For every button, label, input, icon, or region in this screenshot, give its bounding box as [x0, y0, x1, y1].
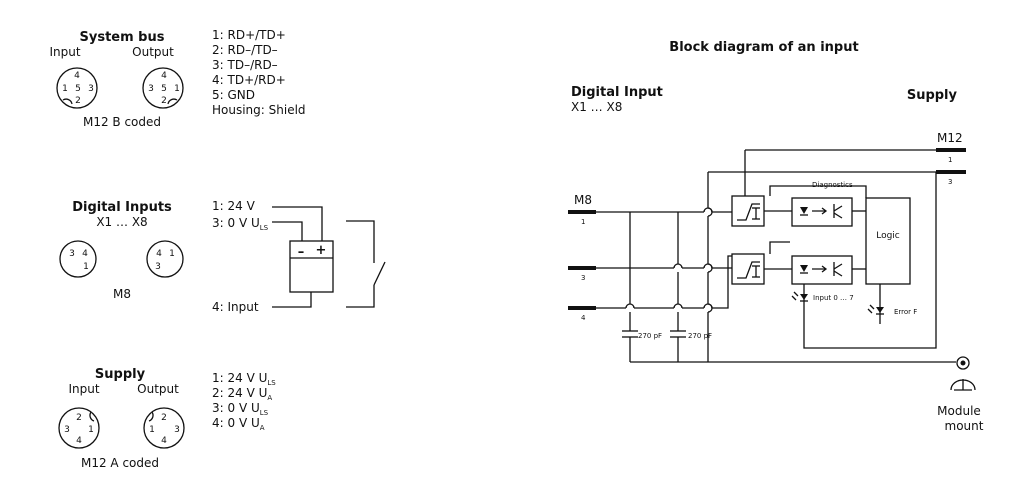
pinout-line: 1: RD+/TD+ — [212, 28, 286, 42]
pinout-line: 4: 0 V UA — [212, 416, 265, 432]
pin-label: 2 — [161, 96, 167, 106]
m8-connector-type: M8 — [113, 287, 131, 301]
system-bus-input-connector: 4 1 5 3 2 — [56, 67, 98, 109]
capacitor-1: 270 pF — [622, 330, 662, 362]
system-bus-section: System bus Input Output 4 1 5 3 2 4 3 5 … — [49, 28, 305, 129]
bd-m12-label: M12 — [937, 131, 963, 145]
system-bus-title: System bus — [80, 30, 165, 45]
pinout-line: 3: TD–/RD– — [212, 58, 278, 72]
pin-label: 3 — [148, 84, 154, 94]
capacitor-2: 270 pF — [670, 330, 712, 362]
terminal-number: 3 — [948, 178, 952, 186]
bd-supply-label: Supply — [907, 88, 958, 103]
system-bus-output-label: Output — [132, 45, 174, 59]
pin-label: 2 — [161, 413, 167, 423]
m8-connector-left: 3 4 1 — [59, 240, 97, 278]
terminal-number: 1 — [581, 218, 585, 226]
pinout-line: 4: TD+/RD+ — [212, 73, 286, 87]
pin-label: 1 — [169, 249, 175, 259]
pin-label: 1 — [149, 425, 155, 435]
pin-label: 1 — [83, 262, 89, 272]
supply-input-label: Input — [68, 382, 99, 396]
sensor-box — [289, 240, 334, 293]
diagnostics-label: Diagnostics — [812, 181, 853, 189]
supply-input-connector: 2 3 1 4 — [58, 407, 100, 449]
digital-inputs-title: Digital Inputs — [72, 200, 172, 215]
ground-icon — [950, 379, 976, 391]
logic-block: Logic — [865, 197, 911, 285]
supply-title: Supply — [95, 367, 146, 382]
digital-inputs-section: Digital Inputs X1 … X8 3 4 1 4 1 3 M8 1:… — [59, 199, 386, 314]
pin-label: 3 — [155, 262, 161, 272]
pin-label: 1 — [88, 425, 94, 435]
pin-label: 3 — [64, 425, 70, 435]
pin-label: 3 — [69, 249, 75, 259]
pin-label: 2 — [75, 96, 81, 106]
system-bus-input-label: Input — [49, 45, 80, 59]
pinout-line: 5: GND — [212, 88, 255, 102]
supply-connector-type: M12 A coded — [81, 456, 159, 470]
bd-m8-label: M8 — [574, 193, 592, 207]
terminal-number: 3 — [581, 274, 585, 282]
system-bus-pinout: 1: RD+/TD+ 2: RD–/TD– 3: TD–/RD– 4: TD+/… — [212, 28, 306, 117]
pin-label: 1 — [62, 84, 68, 94]
pin-label: 4 — [76, 436, 82, 446]
supply-output-connector: 2 1 3 4 — [143, 407, 185, 449]
pin-label: 4 — [82, 249, 88, 259]
system-bus-output-connector: 4 3 5 1 2 — [142, 67, 184, 109]
pin-label: 5 — [161, 84, 167, 94]
input-led-icon — [791, 291, 808, 302]
terminal-number: 1 — [948, 156, 952, 164]
m8-pin4-wire — [596, 255, 732, 309]
pin-label: 5 — [75, 84, 81, 94]
pinout-line: 2: RD–/TD– — [212, 43, 278, 57]
cap-label: 270 pF — [688, 332, 712, 340]
pinout-line: Housing: Shield — [212, 103, 306, 117]
module-mount-label-2: mount — [945, 419, 984, 433]
pinout-line: 1: 24 V ULS — [212, 371, 276, 387]
error-led-label: Error F — [894, 308, 917, 316]
bd-channels-label: X1 … X8 — [571, 100, 622, 114]
cap-label: 270 pF — [638, 332, 662, 340]
terminal-number: 4 — [581, 314, 586, 322]
switch-contact — [373, 261, 386, 286]
input-led-label: Input 0 … 7 — [813, 294, 854, 302]
system-bus-connector-type: M12 B coded — [83, 115, 161, 129]
pinout-line: 2: 24 V UA — [212, 386, 272, 402]
module-mount-terminal — [956, 356, 970, 370]
switch-wire — [346, 220, 375, 263]
pin-label: 4 — [156, 249, 162, 259]
m8-connector-right: 4 1 3 — [146, 240, 184, 278]
pin-label: 2 — [76, 413, 82, 423]
pin-label: 1 — [174, 84, 180, 94]
input-filter-1 — [731, 195, 765, 227]
sensor-plus: + — [316, 243, 327, 258]
pin-label: 4 — [161, 71, 167, 81]
pin-label: 3 — [174, 425, 180, 435]
pinout-line: 3: 0 V ULS — [212, 401, 269, 417]
sensor-minus: – — [298, 245, 305, 260]
module-mount-label-1: Module — [937, 404, 981, 418]
optocoupler-2 — [791, 255, 853, 285]
pin-label: 4 — [74, 71, 80, 81]
input-filter-2 — [731, 253, 765, 285]
block-diagram-section: Block diagram of an input Digital Input … — [568, 40, 984, 433]
digital-inputs-channels: X1 … X8 — [96, 215, 147, 229]
supply-pinout: 1: 24 V ULS 2: 24 V UA 3: 0 V ULS 4: 0 V… — [212, 371, 276, 432]
error-led-icon — [867, 304, 884, 315]
supply-section: Supply Input Output 2 3 1 4 2 1 3 4 M12 … — [58, 367, 276, 470]
pin-label: 4 — [161, 436, 167, 446]
block-diagram-title: Block diagram of an input — [669, 40, 858, 55]
logic-label: Logic — [876, 231, 900, 241]
sensor-wiring: – + — [272, 206, 386, 308]
di-pin4-label: 4: Input — [212, 300, 259, 314]
optocoupler-1 — [791, 197, 853, 227]
bd-digital-input-label: Digital Input — [571, 85, 663, 100]
di-pin3-label: 3: 0 V ULS — [212, 216, 269, 232]
di-pin1-label: 1: 24 V — [212, 199, 256, 213]
supply-output-label: Output — [137, 382, 179, 396]
pin-label: 3 — [88, 84, 94, 94]
